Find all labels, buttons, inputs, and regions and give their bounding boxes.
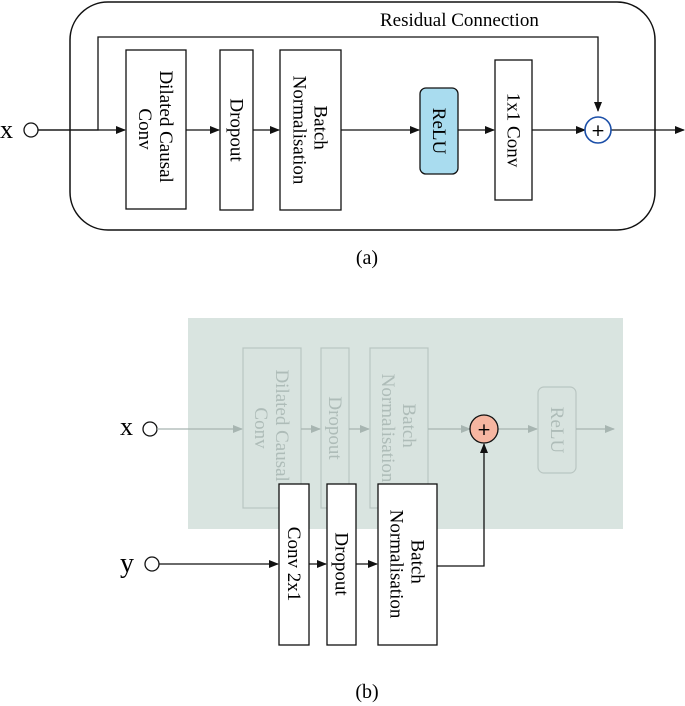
faded-dilated-causal-conv-label: Dilated Causal Conv <box>250 369 292 486</box>
panel-b-input-x-label: x <box>120 412 133 441</box>
panel-a-add-node <box>584 116 612 144</box>
conv-1x1-block <box>494 59 533 201</box>
faded-batch-normalisation-block <box>369 347 429 509</box>
dropout-block <box>219 49 254 211</box>
conv-2x1-label: Conv 2x1 <box>283 527 304 601</box>
panel-b-input-y-label: y <box>120 548 134 579</box>
panel-b-input-x-node <box>142 421 158 437</box>
dilated-causal-conv-label: Dilated Causal Conv <box>134 70 176 187</box>
conv-1x1-label: 1x1 Conv <box>503 93 524 168</box>
panel-a: x Residual Connection Dilated Causal Con… <box>0 1 685 269</box>
relu-label: ReLU <box>428 108 449 155</box>
panel-a-input-node <box>23 122 39 138</box>
panel-b-add-symbol: + <box>477 420 491 440</box>
panel-b-batch-normalisation-label: Batch Normalisation <box>386 510 428 619</box>
panel-b-caption: (b) <box>355 681 378 703</box>
panel-a-add-symbol: + <box>591 121 605 141</box>
panel-b: x Dilated Causal Conv Dropout Batch Norm… <box>120 318 623 703</box>
conv-2x1-block <box>278 483 310 646</box>
panel-a-input-label: x <box>0 115 13 144</box>
faded-relu-block <box>537 386 577 474</box>
residual-connection-label: Residual Connection <box>380 10 539 31</box>
relu-block <box>419 87 459 175</box>
panel-b-dropout-block <box>326 483 357 646</box>
panel-b-batch-normalisation-block <box>377 483 438 646</box>
panel-b-input-y-node <box>144 556 160 572</box>
faded-dropout-block <box>320 347 350 509</box>
panel-a-caption: (a) <box>356 247 378 269</box>
arrow-bn-to-add-b <box>437 443 488 567</box>
faded-dilated-causal-conv-block <box>242 347 302 509</box>
faded-relu-label: ReLU <box>546 407 567 454</box>
batch-normalisation-block <box>279 49 342 211</box>
panel-b-dropout-label: Dropout <box>331 532 352 596</box>
dilated-causal-conv-block <box>125 49 187 210</box>
dropout-label: Dropout <box>226 98 247 162</box>
batch-normalisation-label: Batch Normalisation <box>289 76 331 185</box>
faded-dropout-label: Dropout <box>324 396 345 460</box>
faded-batch-normalisation-label: Batch Normalisation <box>377 374 419 483</box>
